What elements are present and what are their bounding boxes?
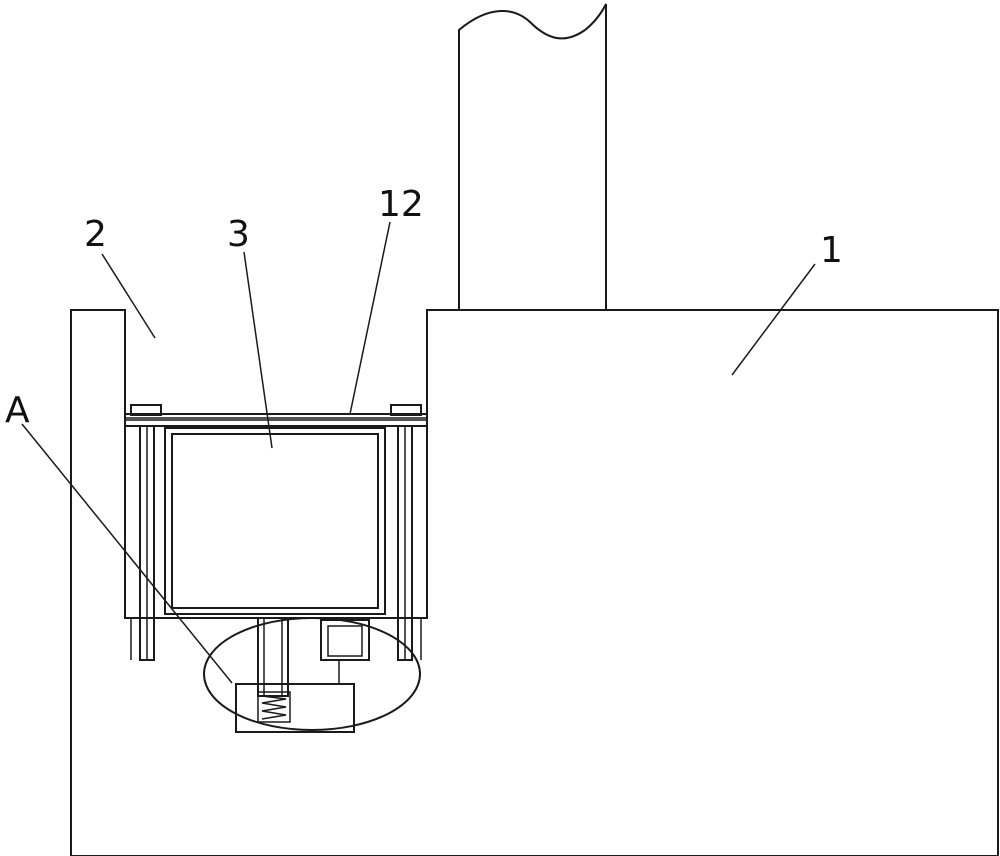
- holder-frame: [124, 417, 428, 619]
- leader-1: [731, 263, 816, 376]
- part-3-box-inner: [171, 433, 379, 609]
- leader-2: [101, 253, 156, 339]
- detail-circle-a: [203, 617, 421, 731]
- leader-3: [243, 251, 273, 449]
- column-post: [458, 3, 607, 310]
- main-body: [70, 309, 999, 856]
- label-1: 1: [820, 230, 843, 271]
- sensor-wire: [288, 660, 340, 685]
- bolt-head-left: [130, 404, 162, 416]
- label-3: 3: [227, 214, 250, 255]
- label-a: A: [5, 390, 30, 431]
- spring-housing: [235, 683, 355, 733]
- label-2: 2: [84, 214, 107, 255]
- part-3-box-outer: [164, 427, 386, 615]
- bolt-head-right: [390, 404, 422, 416]
- label-12: 12: [378, 184, 424, 225]
- leader-a: [21, 423, 233, 684]
- leader-12: [349, 221, 391, 415]
- plunger-rod: [257, 617, 289, 697]
- spring: [261, 695, 287, 720]
